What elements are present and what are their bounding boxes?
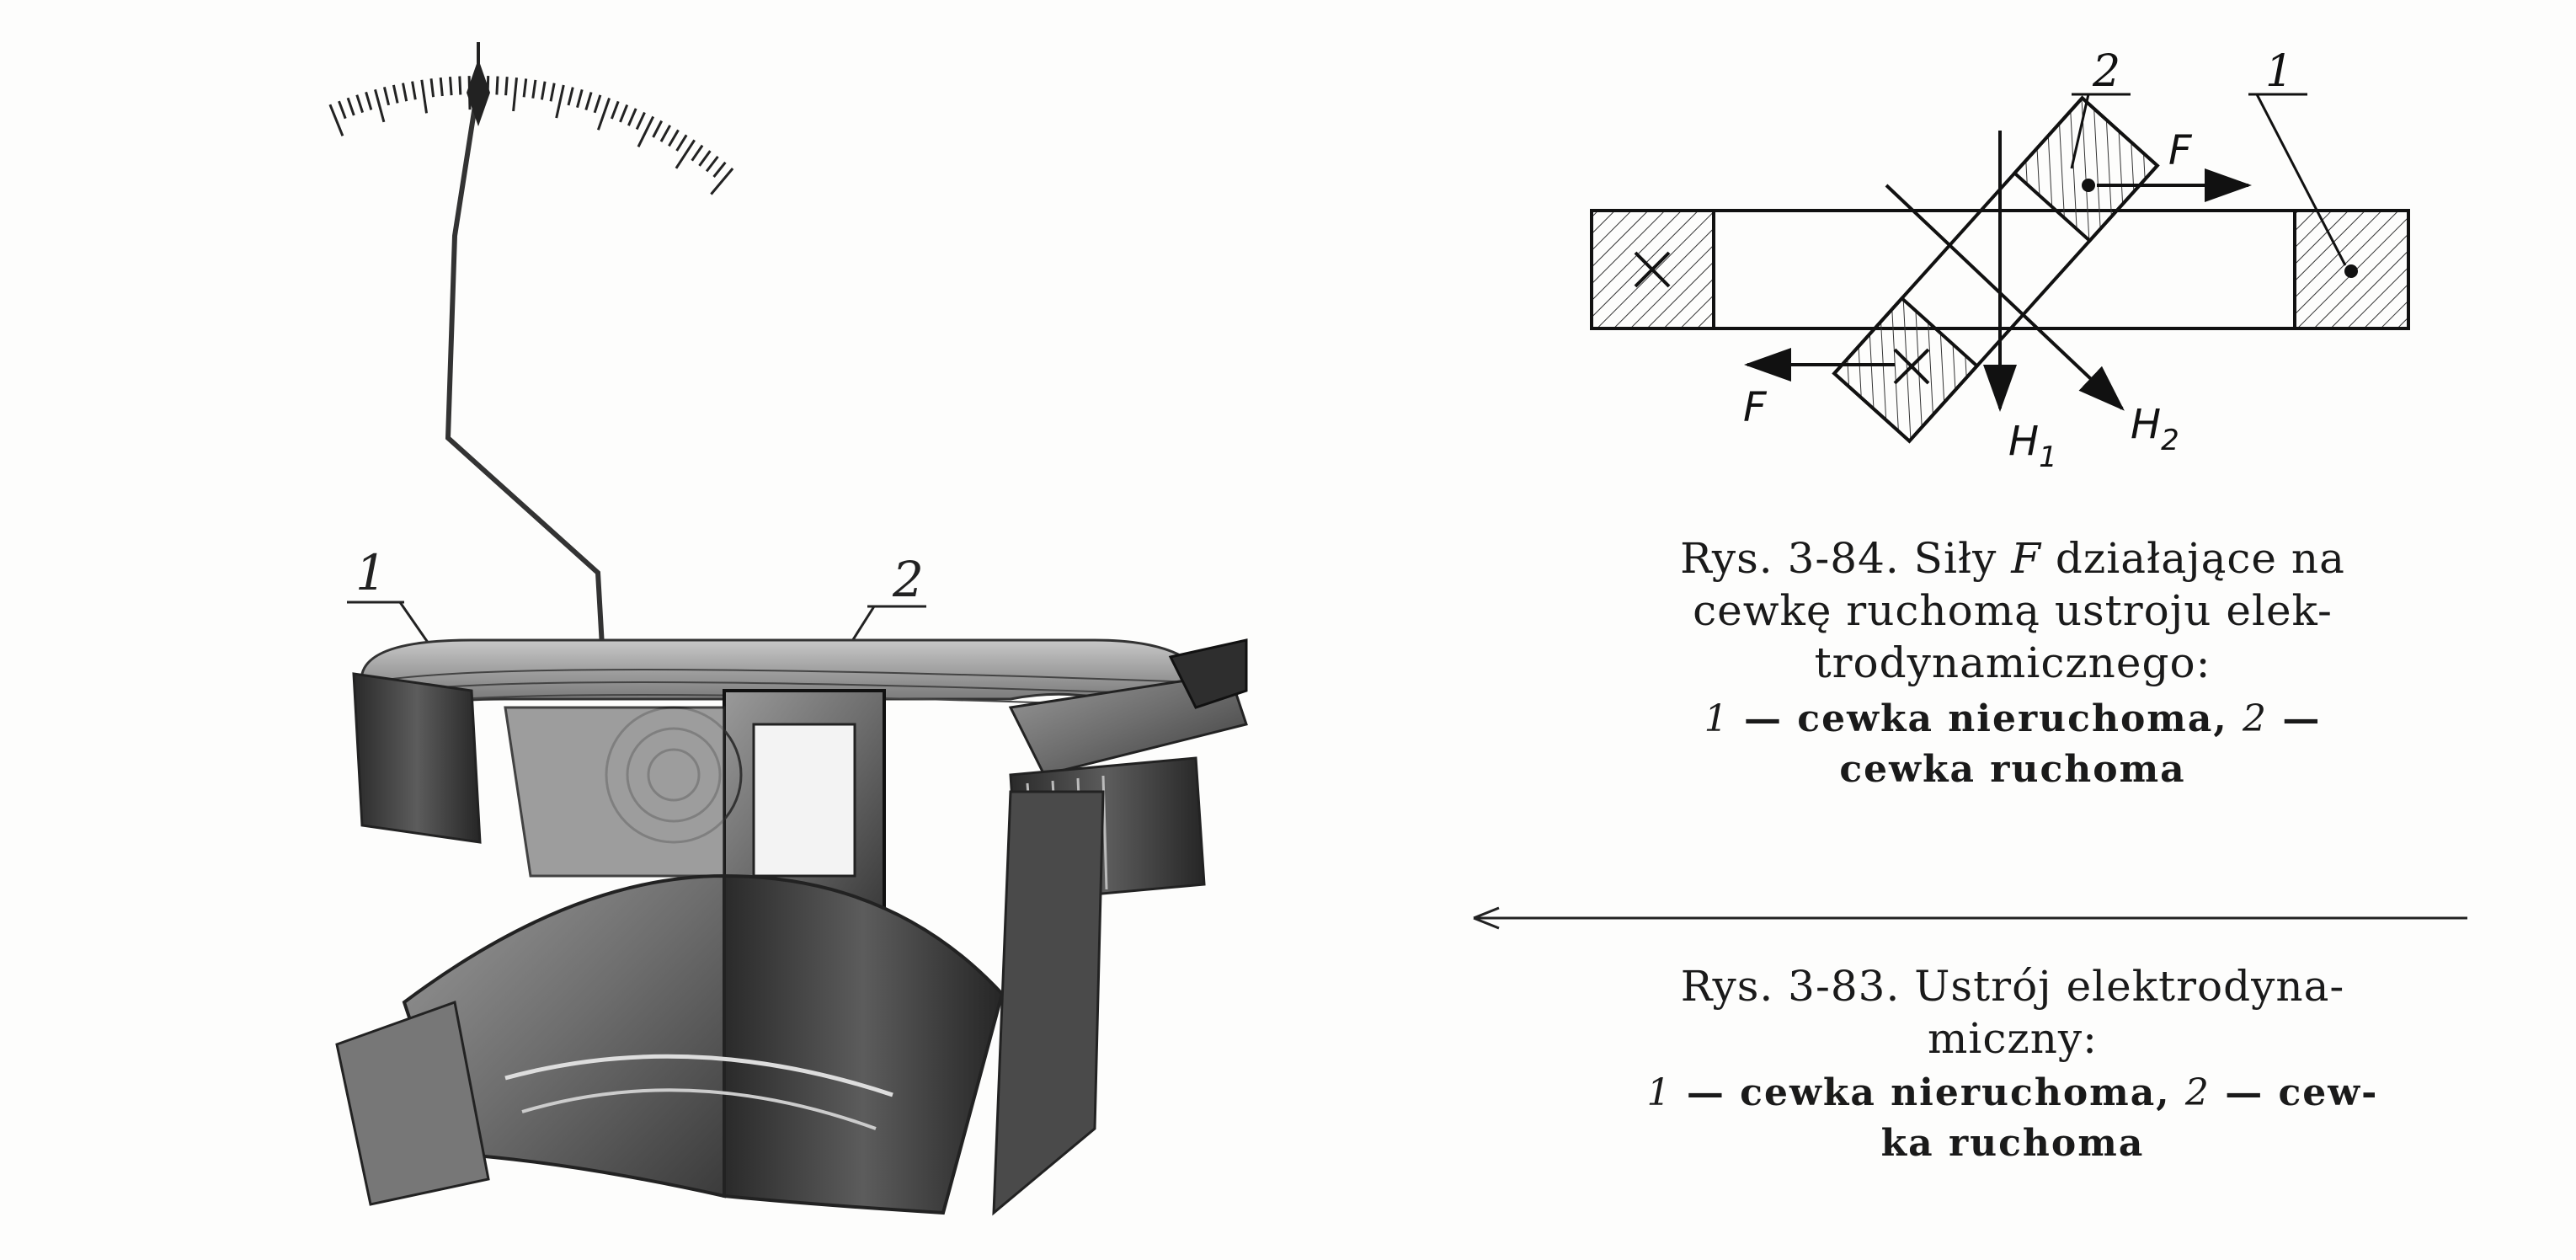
scale-tick: [531, 79, 537, 99]
scale-tick: [691, 144, 704, 162]
fig84-caption-text-post: działające na: [2041, 534, 2345, 583]
fig83-legend-line-1: 1 — cewka nieruchoma, 2 — cew-: [1549, 1068, 2476, 1119]
scale-tick: [402, 83, 408, 102]
scale-tick: [668, 129, 680, 147]
fig84-label-2: 2: [2092, 46, 2120, 97]
scale-tick: [619, 104, 629, 123]
scale-tick: [659, 125, 672, 142]
legend-text-2: —: [2268, 697, 2322, 740]
caption-separator-arrow: [1473, 906, 2467, 930]
scale-tick: [338, 100, 347, 120]
scale-tick: [346, 97, 355, 116]
fig84-caption-line-1: Rys. 3-84. Siły F działające na: [1549, 532, 2476, 585]
scale-tick: [429, 78, 435, 98]
fig83-legend-line-2: ka ruchoma: [1880, 1122, 2145, 1165]
scale-tick: [420, 79, 428, 114]
fig84-caption: Rys. 3-84. Siły F działające na cewkę ru…: [1549, 532, 2476, 795]
scale-tick: [382, 87, 391, 106]
scale-tick: [567, 87, 574, 106]
scale-tick: [637, 115, 655, 147]
fig83-label-1: 1: [355, 544, 387, 601]
fig84-legend-line-2: cewka ruchoma: [1839, 748, 2186, 791]
scale-tick: [610, 100, 620, 120]
scale-tick: [635, 111, 646, 131]
fig84-legend-line-1: 1 — cewka nieruchoma, 2 —: [1549, 694, 2476, 745]
scale-tick: [675, 139, 696, 169]
scale-tick: [712, 161, 727, 178]
scale-tick: [365, 91, 373, 110]
h2-field-arrow: [1885, 184, 2125, 411]
fig84-caption-var: F: [2011, 534, 2041, 583]
fig84-label-1: 1: [2265, 46, 2293, 97]
lower-shield: [335, 790, 1105, 1216]
fig83-label-2: 2: [892, 551, 924, 608]
scale-tick: [593, 94, 602, 114]
scale-tick: [555, 84, 565, 119]
scale-tick: [328, 104, 344, 136]
scale-tick: [495, 76, 499, 95]
scale-tick: [540, 81, 547, 100]
scale-tick: [549, 83, 556, 102]
scale-tick: [627, 108, 637, 126]
legend-text-2: — cew-: [2210, 1071, 2379, 1114]
scale-tick: [512, 77, 518, 112]
fig84-schematic: 2 1 F F H1 H2: [1590, 46, 2410, 474]
scale-tick: [522, 78, 528, 98]
moving-coil-section: [1832, 95, 2160, 444]
fig83-caption-line-1: Rys. 3-83. Ustrój elektrodyna-: [1680, 962, 2345, 1011]
scale-tick: [439, 77, 444, 97]
scale-tick: [705, 155, 719, 173]
fig83-caption: Rys. 3-83. Ustrój elektrodyna- miczny: 1…: [1549, 960, 2476, 1169]
h2-label: H2: [2131, 401, 2179, 457]
scale-tick: [698, 150, 712, 167]
pointer-needle: [445, 42, 607, 691]
scale-tick: [374, 88, 386, 123]
scale-arc: [328, 75, 734, 195]
fig84-caption-line-3: trodynamicznego:: [1814, 638, 2211, 687]
force-label-top: F: [2168, 127, 2193, 174]
scale-tick: [675, 134, 688, 152]
fig83-caption-line-2: miczny:: [1927, 1014, 2099, 1063]
legend-text-1: — cewka nieruchoma,: [1729, 697, 2243, 740]
scale-tick: [411, 81, 417, 100]
fig83-label-coil-fixed: 1: [347, 544, 440, 658]
scale-tick: [504, 77, 509, 96]
h1-label: H1: [2008, 418, 2057, 474]
scale-tick: [596, 98, 611, 131]
moving-coil-frame: [504, 689, 886, 911]
scale-tick: [710, 168, 734, 195]
force-label-bottom: F: [1743, 384, 1768, 431]
legend-num-2: 2: [2184, 1071, 2211, 1114]
electrodynamic-mechanism-illustration: 1 2: [328, 42, 1248, 1216]
legend-num-1: 1: [1704, 697, 1730, 740]
scale-tick: [652, 120, 664, 138]
legend-num-1: 1: [1646, 1071, 1672, 1114]
scale-tick: [576, 89, 584, 109]
legend-num-2: 2: [2243, 697, 2268, 740]
legend-text-1: — cewka nieruchoma,: [1672, 1071, 2185, 1114]
scale-tick: [458, 76, 462, 95]
scale-tick: [449, 77, 453, 96]
scale-tick: [584, 92, 593, 111]
scale-tick: [355, 94, 365, 114]
fig84-caption-text: Rys. 3-84. Siły: [1680, 534, 2012, 583]
scale-tick: [392, 84, 399, 104]
fig84-caption-line-2: cewkę ruchomą ustroju elek-: [1693, 586, 2333, 635]
